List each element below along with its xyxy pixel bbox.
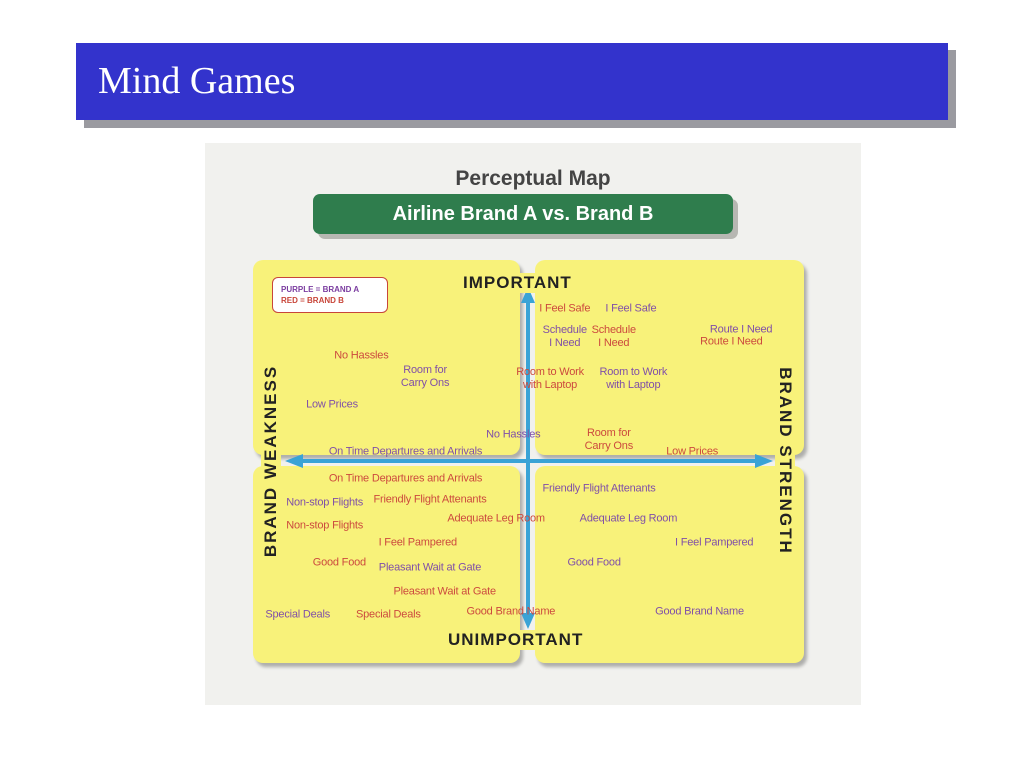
attribute-point: On Time Departures and Arrivals [328, 445, 483, 458]
attribute-point: On Time Departures and Arrivals [328, 472, 483, 484]
axis-label-brand-weakness: BRAND WEAKNESS [261, 360, 281, 562]
map-title: Perceptual Map [455, 167, 611, 190]
attribute-point: I Feel Safe [539, 302, 591, 315]
attribute-point: Pleasant Wait at Gate [393, 585, 496, 598]
attribute-point: Schedule I Need [542, 323, 587, 349]
axis-label-brand-strength: BRAND STRENGTH [775, 363, 795, 559]
horizontal-axis [293, 459, 763, 463]
attribute-point: Special Deals [356, 608, 421, 621]
attribute-point: Special Deals [265, 608, 331, 621]
attribute-point: I Feel Safe [605, 302, 657, 315]
attribute-point: Room for Carry Ons [584, 427, 634, 452]
attribute-point: Room for Carry Ons [400, 364, 450, 389]
attribute-point: Adequate Leg Room [579, 512, 678, 525]
attribute-point: Good Brand Name [466, 605, 556, 617]
attribute-point: No Hassles [334, 349, 389, 362]
attribute-point: Adequate Leg Room [447, 512, 545, 525]
legend-brand-b: RED = BRAND B [281, 296, 344, 305]
title-bar: Mind Games [76, 43, 948, 120]
attribute-point: Low Prices [306, 398, 358, 411]
quadrant-top-right [535, 260, 804, 455]
attribute-point: Good Food [312, 556, 366, 568]
attribute-point: No Hassles [486, 428, 541, 441]
attribute-point: Non-stop Flights [286, 519, 364, 532]
attribute-point: Non-stop Flights [286, 496, 364, 509]
attribute-point: Friendly Flight Attenants [373, 493, 487, 505]
attribute-point: Pleasant Wait at Gate [378, 561, 482, 574]
attribute-point: Route I Need [700, 335, 763, 348]
map-subtitle-banner: Airline Brand A vs. Brand B [313, 194, 733, 234]
attribute-point: Room to Work with Laptop [516, 365, 584, 391]
perceptual-map-figure: Perceptual Map Airline Brand A vs. Brand… [205, 143, 861, 705]
attribute-point: Friendly Flight Attenants [542, 482, 656, 495]
attribute-point: Route I Need [709, 323, 773, 336]
attribute-point: Low Prices [666, 445, 719, 458]
attribute-point: Room to Work with Laptop [599, 365, 668, 391]
arrow-down-icon [521, 613, 535, 629]
axis-label-unimportant: UNIMPORTANT [445, 630, 587, 650]
attribute-point: Schedule I Need [591, 323, 636, 349]
attribute-point: I Feel Pampered [675, 536, 754, 549]
attribute-point: Good Food [567, 556, 621, 568]
axis-label-important: IMPORTANT [460, 273, 575, 293]
arrow-right-icon [755, 454, 773, 468]
attribute-point: I Feel Pampered [378, 536, 458, 549]
arrow-left-icon [285, 454, 303, 468]
legend-box: PURPLE = BRAND A RED = BRAND B [272, 277, 388, 313]
attribute-point: Good Brand Name [655, 605, 744, 617]
slide-title: Mind Games [98, 60, 296, 102]
vertical-axis [526, 293, 530, 621]
legend-brand-a: PURPLE = BRAND A [281, 285, 360, 294]
